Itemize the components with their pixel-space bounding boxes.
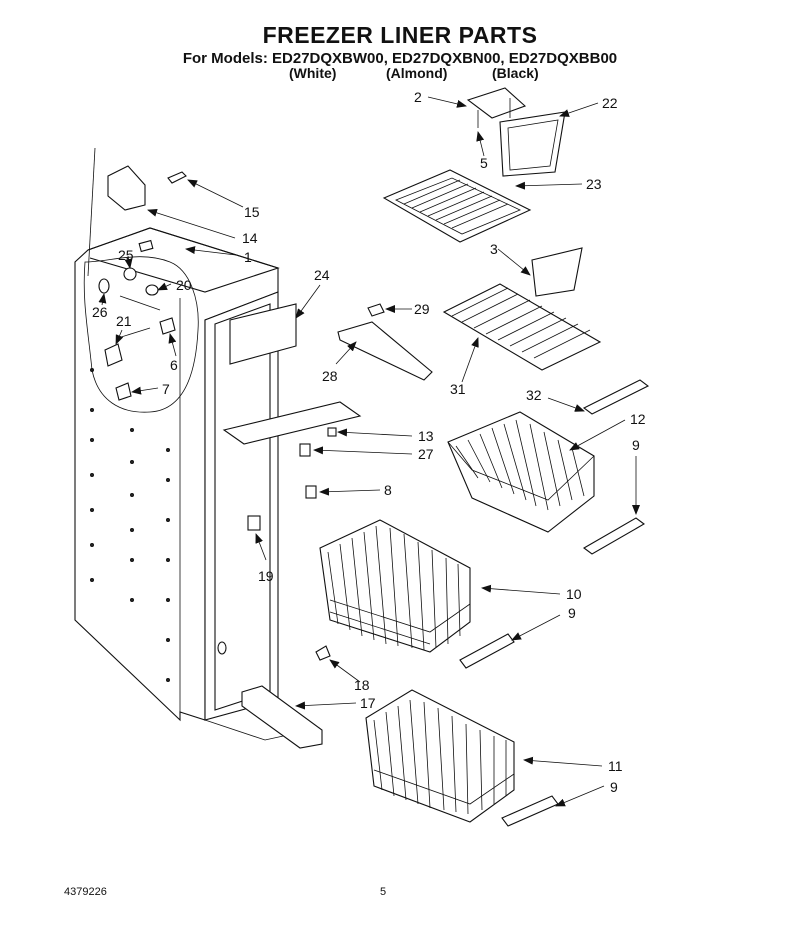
part-24-trim (229, 303, 297, 365)
control-panel-outline (222, 401, 362, 445)
part-12-basket (447, 411, 595, 533)
part-15-screw (167, 171, 187, 184)
part-8-clip (305, 485, 317, 499)
part-23-shelf (382, 169, 532, 243)
callout-18: 18 (354, 677, 370, 693)
color-label-almond: (Almond) (386, 65, 448, 81)
callout-29: 29 (414, 301, 430, 317)
callout-17: 17 (360, 695, 376, 711)
part-14-bracket (107, 165, 146, 211)
part-3-cover (531, 247, 583, 297)
callout-24: 24 (314, 267, 330, 283)
part-17-rail (241, 685, 323, 749)
callout-27: 27 (418, 446, 434, 462)
callout-9-middle: 9 (568, 605, 576, 621)
callout-3: 3 (490, 241, 498, 257)
part-28-bracket (337, 321, 433, 381)
part-9-trim-lower (501, 795, 559, 827)
part-9-trim-upper (583, 517, 645, 555)
color-label-white: (White) (289, 65, 337, 81)
part-9-trim-middle (459, 633, 515, 669)
part-10-basket (319, 519, 471, 653)
callout-6: 6 (170, 357, 178, 373)
part-11-basket (365, 689, 515, 823)
part-18-screw (315, 645, 331, 661)
callout-20: 20 (176, 277, 192, 293)
callout-2: 2 (414, 89, 422, 105)
callout-26: 26 (92, 304, 108, 320)
color-label-black: (Black) (492, 65, 539, 81)
part-27-clip (299, 443, 311, 457)
callout-12: 12 (630, 411, 646, 427)
callout-1: 1 (244, 249, 252, 265)
models-line: For Models: ED27DQXBW00, ED27DQXBN00, ED… (182, 50, 618, 67)
part-31-wire-shelf (442, 283, 602, 371)
part-19-clip (247, 515, 261, 531)
callout-13: 13 (418, 428, 434, 444)
callout-15: 15 (244, 204, 260, 220)
callout-32: 32 (526, 387, 542, 403)
part-2-bracket (466, 87, 527, 119)
callout-9-upper: 9 (632, 437, 640, 453)
leader-lines (98, 96, 640, 807)
callout-14: 14 (242, 230, 258, 246)
callout-19: 19 (258, 568, 274, 584)
callout-22: 22 (602, 95, 618, 111)
callout-11: 11 (608, 758, 623, 774)
callout-31: 31 (450, 381, 466, 397)
part-29-screw (367, 303, 385, 317)
freezer-liner (74, 227, 321, 741)
callout-10: 10 (566, 586, 582, 602)
page-title: FREEZER LINER PARTS (262, 22, 538, 48)
callout-8: 8 (384, 482, 392, 498)
electrical-components (98, 267, 176, 401)
callout-21: 21 (116, 313, 132, 329)
page-number: 5 (380, 886, 387, 898)
callout-28: 28 (322, 368, 338, 384)
callout-9-lower: 9 (610, 779, 618, 795)
part-22-cover (499, 111, 566, 177)
callout-23: 23 (586, 176, 602, 192)
callout-25: 25 (118, 247, 134, 263)
callout-5: 5 (480, 155, 488, 171)
callout-7: 7 (162, 381, 170, 397)
part-13-clip (327, 427, 337, 437)
part-32-trim (582, 379, 650, 415)
document-number: 4379226 (64, 886, 107, 898)
callout-numbers: 2 22 5 23 15 14 1 3 24 25 20 26 21 29 6 … (92, 89, 646, 795)
